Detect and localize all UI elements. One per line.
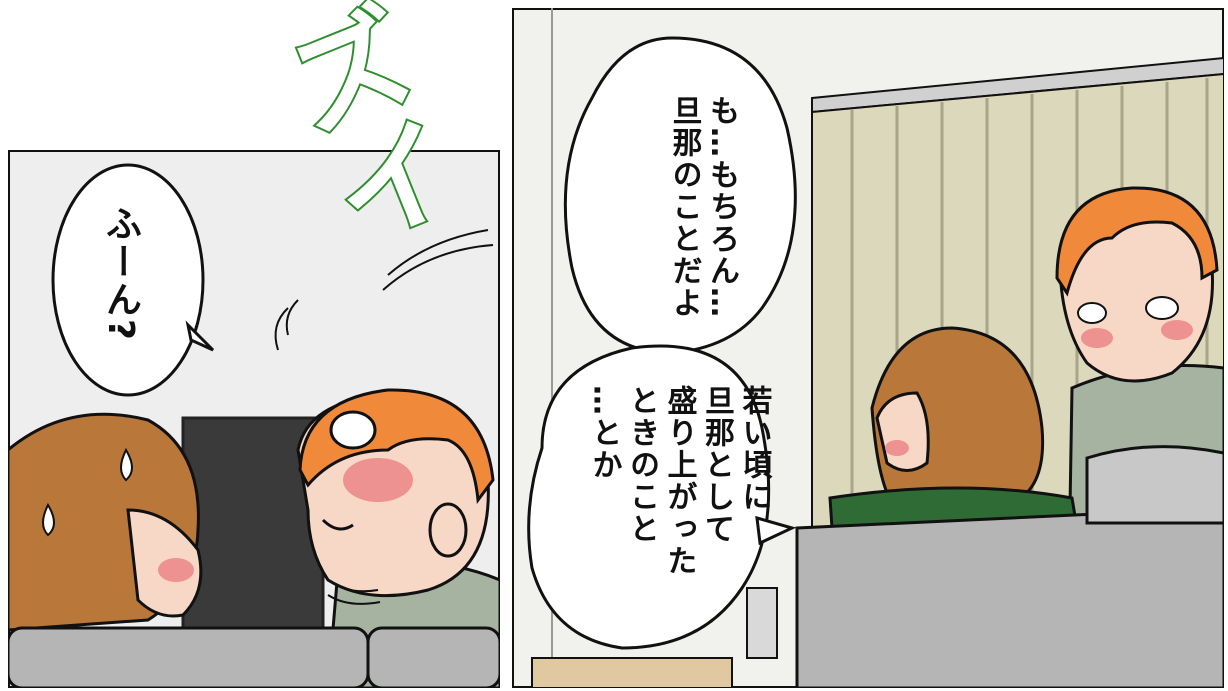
bubble-text-top: も…もちろん… 旦那のことだよ	[666, 95, 740, 319]
bubble-text-bottom: 若い頃に 旦那として 盛り上がった ときのこと …とか	[586, 385, 772, 577]
right-panel	[512, 8, 1224, 688]
left-panel	[8, 150, 500, 688]
sweat-drop	[42, 502, 55, 537]
woman-face-right	[875, 391, 930, 472]
man-blush	[343, 458, 413, 502]
speech-bubble-bottom	[527, 344, 771, 650]
bubble-text-left: ふーん?	[100, 205, 141, 342]
right-panel-art	[512, 8, 1224, 688]
speech-bubble	[51, 163, 205, 397]
left-panel-art	[8, 150, 500, 688]
man-eye	[329, 410, 377, 450]
man-hair-right	[1055, 186, 1219, 297]
sofa-left	[8, 626, 370, 688]
sweat-drop	[120, 447, 133, 482]
curtain-rail	[811, 56, 1224, 114]
sofa-right	[366, 626, 500, 688]
sofa-right-panel	[795, 506, 1224, 688]
